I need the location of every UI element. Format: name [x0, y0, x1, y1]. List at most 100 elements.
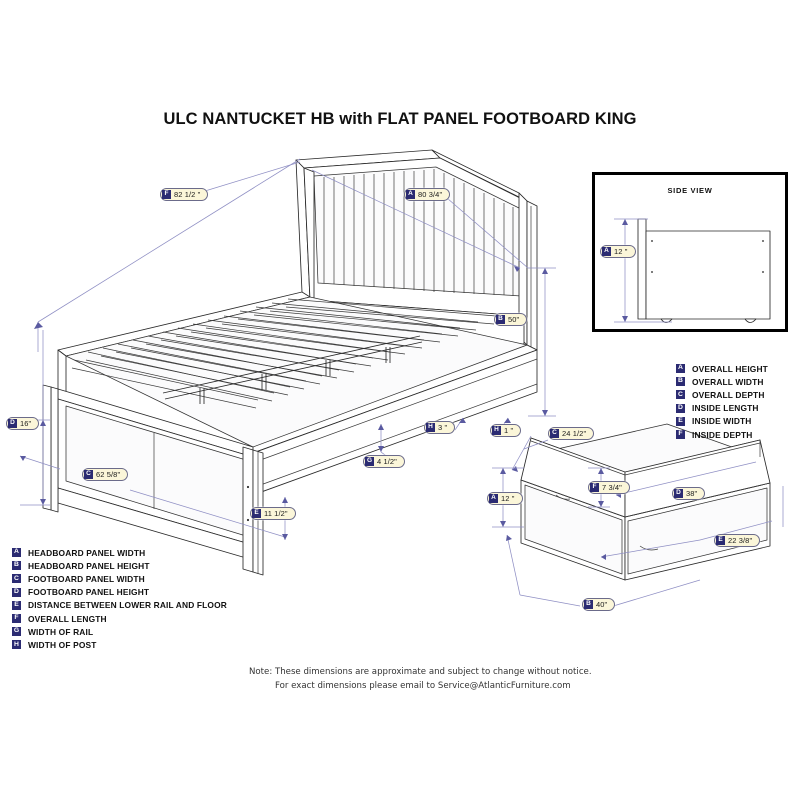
legend-item: A HEADBOARD PANEL WIDTH: [12, 546, 227, 559]
badge-letter: A: [489, 494, 498, 503]
dimension-badge-drawer-d-inside-length: D 38": [672, 487, 706, 500]
badge-value: 12 ": [501, 494, 515, 503]
badge-value: 1 ": [504, 426, 514, 435]
legend-letter: E: [12, 600, 21, 610]
legend-item: F OVERALL LENGTH: [12, 612, 227, 625]
legend-letter: C: [12, 574, 21, 584]
legend-item: F INSIDE DEPTH: [676, 428, 768, 441]
badge-value: 7 3/4": [602, 483, 622, 492]
legend-letter: D: [12, 587, 21, 597]
note-line-1: Note: These dimensions are approximate a…: [249, 667, 592, 677]
dimension-badge-drawer-a-overall-height: A 12 ": [487, 492, 523, 505]
footboard: [42, 384, 264, 576]
legend-letter: A: [12, 548, 21, 558]
legend-item: A OVERALL HEIGHT: [676, 362, 768, 375]
legend-item: D FOOTBOARD PANEL HEIGHT: [12, 586, 227, 599]
legend-drawer: A OVERALL HEIGHT B OVERALL WIDTH C OVERA…: [676, 362, 768, 441]
note-line-2: For exact dimensions please email to Ser…: [275, 680, 571, 691]
badge-letter: D: [8, 419, 17, 428]
dimension-badge-h-post-width-3in: H 3 ": [424, 421, 456, 434]
legend-text: OVERALL LENGTH: [28, 613, 107, 624]
legend-letter: C: [676, 390, 685, 400]
badge-letter: B: [496, 315, 505, 324]
badge-letter: C: [550, 429, 559, 438]
legend-item: B OVERALL WIDTH: [676, 375, 768, 388]
legend-text: WIDTH OF RAIL: [28, 626, 94, 637]
legend-text: HEADBOARD PANEL WIDTH: [28, 547, 146, 558]
legend-text: INSIDE DEPTH: [692, 429, 753, 440]
badge-letter: H: [492, 426, 501, 435]
legend-item: E DISTANCE BETWEEN LOWER RAIL AND FLOOR: [12, 599, 227, 612]
legend-text: WIDTH OF POST: [28, 639, 97, 650]
legend-text: HEADBOARD PANEL HEIGHT: [28, 560, 150, 571]
headboard: [295, 149, 538, 351]
legend-letter: A: [676, 364, 685, 374]
disclaimer-note: Note: These dimensions are approximate a…: [249, 666, 592, 693]
legend-text: INSIDE LENGTH: [692, 403, 759, 414]
dimension-badge-drawer-f-inside-depth: F 7 3/4": [588, 481, 630, 494]
dimension-badge-e-rail-to-floor: E 11 1/2": [250, 507, 296, 520]
page-title: ULC NANTUCKET HB with FLAT PANEL FOOTBOA…: [163, 110, 637, 128]
badge-letter: D: [674, 489, 683, 498]
legend-text: OVERALL DEPTH: [692, 389, 765, 400]
legend-letter: F: [676, 430, 685, 440]
legend-letter: F: [12, 614, 21, 624]
legend-item: G WIDTH OF RAIL: [12, 625, 227, 638]
legend-letter: B: [676, 377, 685, 387]
badge-letter: E: [252, 509, 261, 518]
legend-text: INSIDE WIDTH: [692, 416, 752, 427]
dimension-badge-drawer-b-overall-width: B 40": [582, 598, 616, 611]
badge-letter: A: [406, 190, 415, 199]
badge-value: 50": [508, 315, 520, 324]
dimension-badge-sideview-a-overall-height: A 12 ": [600, 245, 636, 258]
badge-letter: F: [162, 190, 171, 199]
legend-item: H WIDTH OF POST: [12, 638, 227, 651]
legend-letter: B: [12, 561, 21, 571]
dimension-badge-h-post-width-1in: H 1 ": [490, 424, 522, 437]
dimension-badge-d-footboard-height: D 16": [6, 417, 40, 430]
dimension-badge-drawer-e-inside-width: E 22 3/8": [714, 534, 761, 547]
dimension-badge-g-rail-width: G 4 1/2": [363, 455, 405, 468]
legend-bed: A HEADBOARD PANEL WIDTH B HEADBOARD PANE…: [12, 546, 227, 652]
badge-value: 22 3/8": [728, 536, 753, 545]
badge-letter: G: [365, 457, 374, 466]
dimension-badge-f-overall-length: F 82 1/2 ": [160, 188, 209, 201]
badge-value: 80 3/4": [418, 190, 443, 199]
badge-value: 11 1/2": [264, 509, 288, 518]
badge-value: 38": [686, 489, 698, 498]
legend-item: B HEADBOARD PANEL HEIGHT: [12, 559, 227, 572]
legend-letter: E: [676, 416, 685, 426]
legend-text: FOOTBOARD PANEL HEIGHT: [28, 587, 150, 598]
dimension-badge-b-headboard-height: B 50": [494, 313, 528, 326]
legend-text: OVERALL WIDTH: [692, 376, 764, 387]
legend-item: C FOOTBOARD PANEL WIDTH: [12, 572, 227, 585]
legend-letter: D: [676, 403, 685, 413]
badge-letter: C: [84, 470, 93, 479]
dimension-badge-c-footboard-width: C 62 5/8": [82, 468, 129, 481]
legend-letter: H: [12, 640, 21, 650]
legend-letter: G: [12, 627, 21, 637]
legend-item: D INSIDE LENGTH: [676, 402, 768, 415]
dimension-badge-drawer-c-overall-depth: C 24 1/2": [548, 427, 595, 440]
drawer-box: [520, 423, 771, 581]
badge-letter: A: [602, 247, 611, 256]
legend-item: C OVERALL DEPTH: [676, 388, 768, 401]
badge-value: 24 1/2": [562, 429, 587, 438]
badge-value: 82 1/2 ": [174, 190, 201, 199]
legend-text: FOOTBOARD PANEL WIDTH: [28, 573, 145, 584]
legend-item: E INSIDE WIDTH: [676, 415, 768, 428]
badge-value: 16": [20, 419, 32, 428]
dimension-badge-a-headboard-width: A 80 3/4": [404, 188, 451, 201]
badge-letter: B: [584, 600, 593, 609]
legend-text: OVERALL HEIGHT: [692, 363, 768, 374]
badge-letter: F: [590, 483, 599, 492]
badge-letter: H: [426, 423, 435, 432]
legend-text: DISTANCE BETWEEN LOWER RAIL AND FLOOR: [28, 600, 227, 611]
badge-value: 3 ": [438, 423, 448, 432]
side-view-title: SIDE VIEW: [667, 186, 713, 195]
badge-value: 4 1/2": [377, 457, 397, 466]
